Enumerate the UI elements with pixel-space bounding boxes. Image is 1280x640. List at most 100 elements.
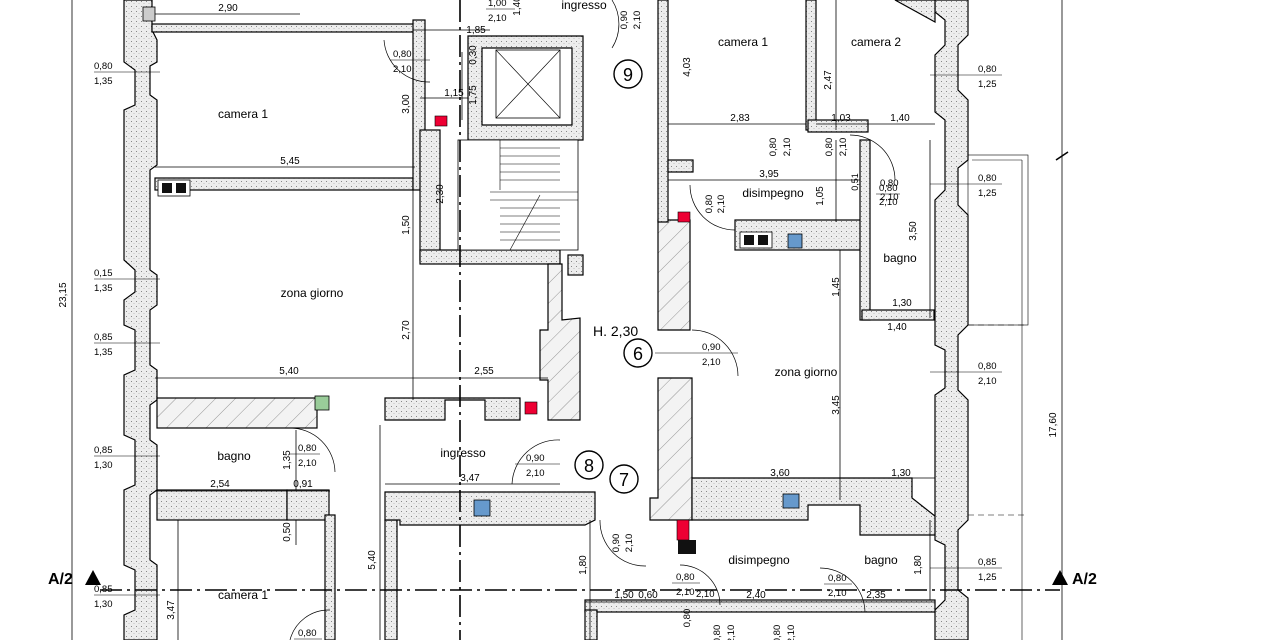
svg-text:2,10: 2,10 bbox=[676, 587, 695, 598]
door-8: 0,902,10 bbox=[515, 453, 560, 479]
bagno-wall-left bbox=[859, 139, 871, 321]
room-camera1-left: camera 1 bbox=[218, 107, 268, 121]
svg-text:2,10: 2,10 bbox=[632, 11, 643, 30]
right-exterior-wall bbox=[934, 0, 969, 640]
svg-text:0,80: 0,80 bbox=[772, 625, 783, 640]
window-right-3: 0,802,10 bbox=[930, 361, 1002, 387]
svg-text:2,10: 2,10 bbox=[702, 357, 721, 368]
svg-text:2,10: 2,10 bbox=[624, 534, 635, 553]
wall-zona-bagno bbox=[156, 397, 318, 429]
svg-text:0,85: 0,85 bbox=[94, 332, 113, 343]
dim-label: 3,45 bbox=[831, 395, 842, 415]
room-camera1-right: camera 1 bbox=[718, 35, 768, 49]
top-right-corner bbox=[894, 0, 936, 24]
dim-label: 0,91 bbox=[293, 479, 313, 490]
svg-text:0,15: 0,15 bbox=[94, 268, 113, 279]
svg-text:2,10: 2,10 bbox=[726, 625, 737, 640]
height-note: H. 2,30 bbox=[593, 323, 638, 339]
svg-text:0,80: 0,80 bbox=[879, 183, 898, 194]
room-zona-giorno-left: zona giorno bbox=[281, 286, 344, 300]
room-bagno-left: bagno bbox=[217, 449, 251, 463]
dim-label: 1,30 bbox=[892, 298, 912, 309]
svg-text:0,80: 0,80 bbox=[298, 628, 317, 639]
dim-label: 1,80 bbox=[578, 555, 589, 575]
dim-label: 2,90 bbox=[218, 3, 238, 14]
door-bagno-left: 0,802,10 bbox=[290, 443, 320, 469]
svg-text:0,80: 0,80 bbox=[828, 573, 847, 584]
dim-label: 0,60 bbox=[638, 590, 658, 601]
svg-text:0,90: 0,90 bbox=[526, 453, 545, 464]
door-right-bottom-a: 0,80 2,10 bbox=[672, 572, 700, 598]
dim-label: 1,50 bbox=[614, 590, 634, 601]
room-ingresso-left: ingresso bbox=[440, 446, 486, 460]
svg-text:2,10: 2,10 bbox=[879, 197, 898, 208]
dim-label: 1,45 bbox=[831, 277, 842, 297]
room-camera2-right: camera 2 bbox=[851, 35, 901, 49]
door-top-b: 0,80 2,10 bbox=[390, 49, 430, 75]
dim-label: 1,40 bbox=[512, 0, 523, 16]
svg-text:2,10: 2,10 bbox=[393, 64, 412, 75]
wall-bagno-camera bbox=[156, 489, 288, 521]
window-left-1: 0,801,35 bbox=[94, 61, 160, 87]
left-exterior-wall bbox=[123, 0, 158, 640]
svg-text:1,25: 1,25 bbox=[978, 79, 997, 90]
dim-label: 3,50 bbox=[908, 221, 919, 241]
wall-ingresso-left bbox=[384, 397, 521, 421]
wall-stair-bottom bbox=[419, 249, 561, 265]
window-right-4: 0,851,25 bbox=[930, 557, 1002, 583]
dim-label: 3,95 bbox=[759, 169, 779, 180]
room-labels: camera 1 zona giorno bagno ingresso came… bbox=[217, 0, 917, 602]
wall-bottom-right-room bbox=[584, 599, 936, 613]
elevator-walls bbox=[467, 35, 584, 141]
section-mark-left: A/2 bbox=[48, 571, 73, 588]
bagno-wall-bottom bbox=[861, 309, 935, 321]
room-ingresso-top: ingresso bbox=[561, 0, 607, 12]
svg-text:1,25: 1,25 bbox=[978, 188, 997, 199]
svg-text:0,80: 0,80 bbox=[824, 138, 835, 157]
svg-text:0,80: 0,80 bbox=[676, 572, 695, 583]
svg-text:1,30: 1,30 bbox=[94, 599, 113, 610]
dim-label: 1,05 bbox=[815, 186, 826, 206]
wall-bottom-disimp bbox=[584, 609, 598, 640]
dim-label: 2,47 bbox=[823, 70, 834, 90]
svg-text:0,80: 0,80 bbox=[94, 61, 113, 72]
dim-label: 1,75 bbox=[468, 85, 479, 105]
wall-camera1-zona bbox=[154, 177, 414, 191]
zona-bottom-wall bbox=[691, 477, 941, 536]
svg-text:2,10: 2,10 bbox=[786, 625, 797, 640]
room-bagno-right-bottom: bagno bbox=[864, 553, 898, 567]
dim-label: 1,30 bbox=[891, 468, 911, 479]
svg-text:0,80: 0,80 bbox=[298, 443, 317, 454]
camera-divider bbox=[805, 0, 817, 131]
right-camera-wall bbox=[667, 159, 694, 173]
svg-text:0,80: 0,80 bbox=[393, 49, 412, 60]
right-block-left-wall-top bbox=[657, 219, 691, 331]
room-bagno-right: bagno bbox=[883, 251, 917, 265]
svg-text:0,80: 0,80 bbox=[704, 195, 715, 214]
dim-label: 2,35 bbox=[866, 590, 886, 601]
section-mark-right: A/2 bbox=[1072, 571, 1097, 588]
circled-markers: 9 6 8 7 bbox=[574, 59, 653, 494]
svg-text:2,10: 2,10 bbox=[978, 376, 997, 387]
dim-label: 0,30 bbox=[468, 45, 479, 65]
svg-text:1,35: 1,35 bbox=[94, 347, 113, 358]
svg-text:0,80: 0,80 bbox=[682, 609, 693, 628]
svg-text:0,85: 0,85 bbox=[978, 557, 997, 568]
walls bbox=[123, 0, 1029, 640]
dim-label: 2,55 bbox=[474, 366, 494, 377]
svg-text:2,10: 2,10 bbox=[716, 195, 727, 214]
svg-text:0,80: 0,80 bbox=[978, 173, 997, 184]
dim-label: 2,54 bbox=[210, 479, 230, 490]
door-swings bbox=[289, 0, 896, 640]
opening-labels: 0,801,35 0,15 1,35 0,85 1,35 0,85 1,30 0,85… bbox=[94, 0, 1002, 640]
svg-text:1,30: 1,30 bbox=[94, 460, 113, 471]
right-block-left-wall-bottom bbox=[649, 377, 693, 521]
svg-text:0,90: 0,90 bbox=[619, 11, 630, 30]
dim-label: 2,40 bbox=[746, 590, 766, 601]
dimension-lines bbox=[155, 0, 935, 640]
dim-label: 1,35 bbox=[282, 450, 293, 470]
